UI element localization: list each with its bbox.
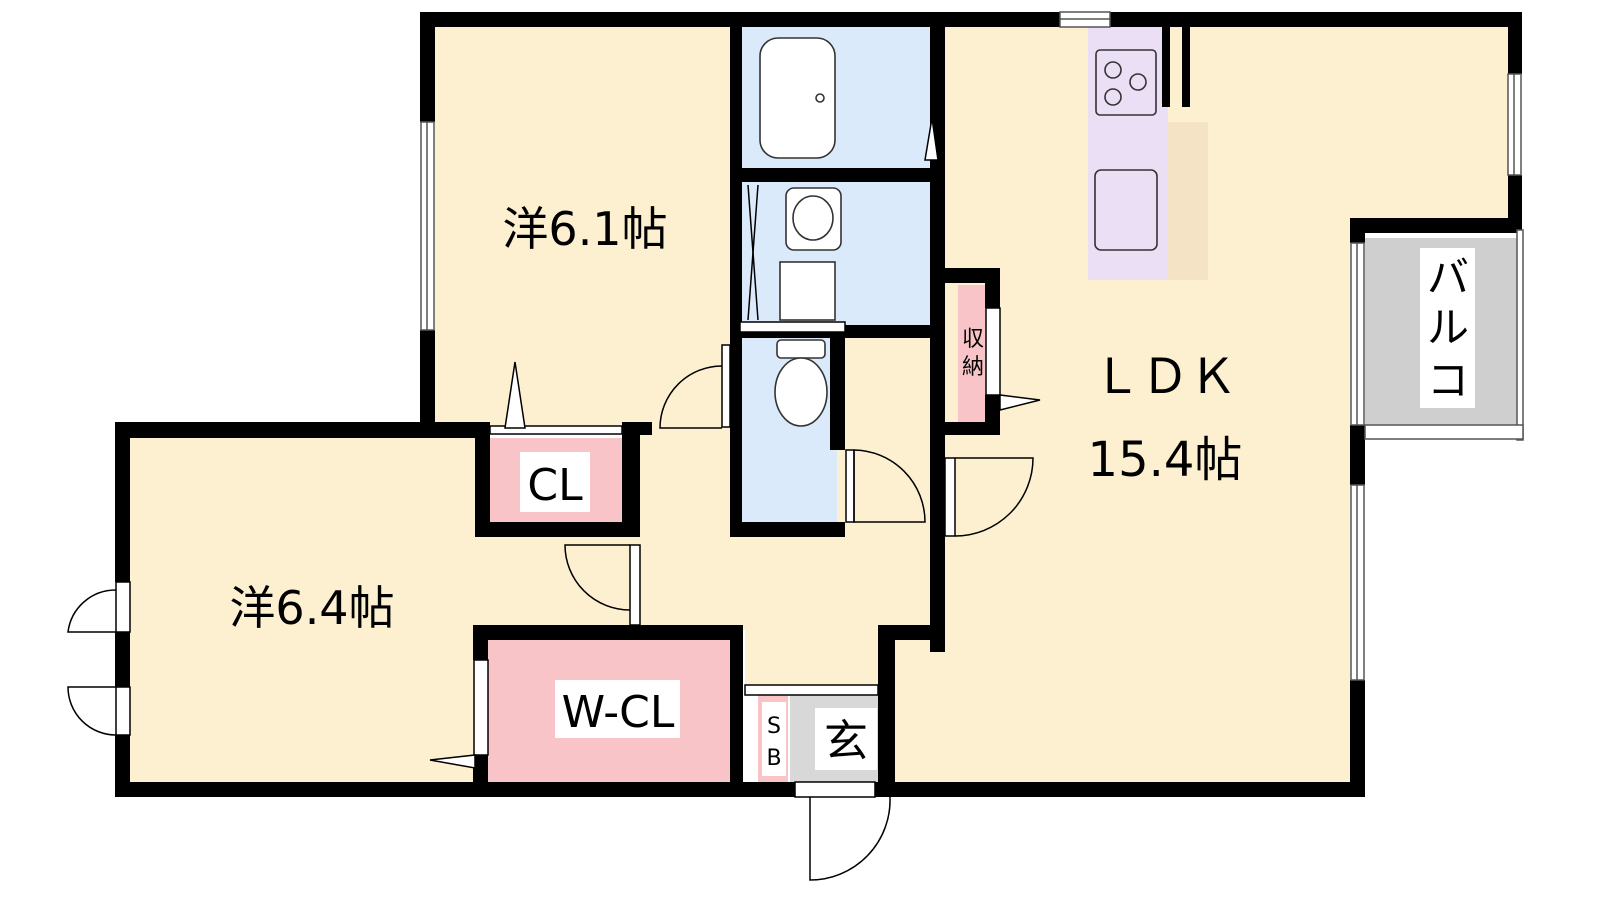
swing-markers — [429, 117, 1041, 769]
entrance-step — [744, 684, 879, 696]
label-walkin-closet: W-CL — [562, 687, 675, 738]
label-closet-bg — [520, 452, 590, 512]
wall-room61-left-lower — [420, 330, 435, 430]
ldk-floor — [895, 25, 1515, 785]
front-door-frame — [794, 781, 876, 798]
sink-icon — [1094, 169, 1158, 251]
wall-wcl-left-lower — [473, 755, 488, 790]
label-balcony-2: ル — [1427, 303, 1469, 352]
door-closet — [489, 425, 623, 435]
wall-right-upper — [1508, 12, 1522, 74]
door-room64-window-upper — [115, 581, 131, 633]
doors — [67, 184, 1034, 881]
room-western-6-4-floor — [130, 438, 490, 783]
hallway-floor-lower — [745, 630, 900, 690]
wall-entrance-right — [878, 625, 895, 790]
washing-machine-icon — [779, 261, 836, 321]
door-wcl — [473, 659, 489, 756]
toilet-bowl-icon — [774, 357, 828, 427]
wall-storage-right-upper — [985, 268, 1000, 308]
kitchen-side-counter — [1168, 122, 1208, 280]
wall-closet-left — [475, 422, 490, 537]
stove-icon — [1095, 49, 1157, 116]
label-balcony-3: コ — [1427, 356, 1469, 405]
door-storage — [985, 307, 1001, 396]
wall-ldk-right-middle — [1350, 425, 1365, 485]
label-balcony-1: バ — [1427, 253, 1469, 302]
wall-room64-left-lower — [115, 735, 130, 790]
label-entrance-bg — [815, 708, 877, 770]
label-ldk-name: ＬＤＫ — [1093, 349, 1237, 405]
wall-storage-bottom — [945, 422, 1000, 435]
label-ldk-size: 15.4帖 — [1088, 432, 1243, 488]
wall-wet-right — [930, 12, 945, 652]
wall-room61-left-upper — [420, 12, 435, 122]
label-storage-2: 納 — [962, 355, 984, 380]
wall-bottom-left — [115, 782, 795, 797]
label-walkin-closet-bg — [555, 680, 680, 738]
wall-room64-left-upper — [115, 422, 130, 582]
wall-bath-washroom — [742, 168, 930, 182]
door-room64-window-lower — [115, 686, 131, 736]
label-entrance: 玄 — [824, 716, 868, 767]
wall-wet-left — [730, 12, 742, 537]
wall-room64-left-middle — [115, 632, 130, 687]
label-room-western-6-1: 洋6.1帖 — [502, 202, 667, 256]
walls — [115, 12, 1522, 797]
wall-wcl-left-upper — [473, 625, 488, 660]
balcony-rail — [1516, 229, 1524, 441]
storage-floor — [958, 285, 988, 425]
toilet-tank-icon — [776, 339, 826, 359]
windows — [420, 11, 1524, 681]
fixtures — [759, 37, 1158, 427]
balcony-rail-bottom — [1364, 424, 1524, 440]
wall-closet-right — [622, 422, 640, 537]
wall-wcl-right — [730, 625, 743, 790]
label-balcony-bg — [1420, 248, 1475, 408]
wall-right-lower — [1508, 175, 1522, 225]
label-closet: CL — [527, 460, 583, 511]
labels: 洋6.1帖 洋6.4帖 CL W-CL ＬＤＫ 15.4帖 収 納 バ ル コ … — [229, 202, 1475, 776]
wall-toilet-bottom — [730, 522, 845, 537]
wall-toilet-right — [830, 338, 845, 450]
wall-fridge-stub-2 — [1182, 27, 1190, 107]
door-room64 — [629, 544, 641, 626]
label-room-western-6-4: 洋6.4帖 — [229, 581, 394, 635]
wall-ldk-right-bottom — [1350, 680, 1365, 797]
label-storage-1: 収 — [962, 327, 984, 352]
wall-room64-top — [115, 422, 490, 438]
label-shoebox-1: S — [767, 714, 781, 739]
door-ldk — [944, 457, 956, 537]
door-room61 — [721, 344, 731, 428]
label-shoebox-2: B — [766, 746, 781, 771]
wall-balcony-top — [1350, 218, 1522, 233]
bathtub-icon — [759, 37, 836, 159]
wall-wcl-top — [473, 625, 743, 640]
wall-closet-bottom — [475, 522, 640, 537]
door-toilet — [845, 449, 855, 523]
wall-top-right — [1110, 12, 1522, 27]
label-shoebox-bg — [762, 702, 786, 776]
door-washroom — [739, 321, 846, 333]
wall-bottom-right — [875, 782, 1355, 797]
wall-ldk-right-top — [1350, 218, 1365, 243]
wall-fridge-stub — [1162, 27, 1170, 107]
